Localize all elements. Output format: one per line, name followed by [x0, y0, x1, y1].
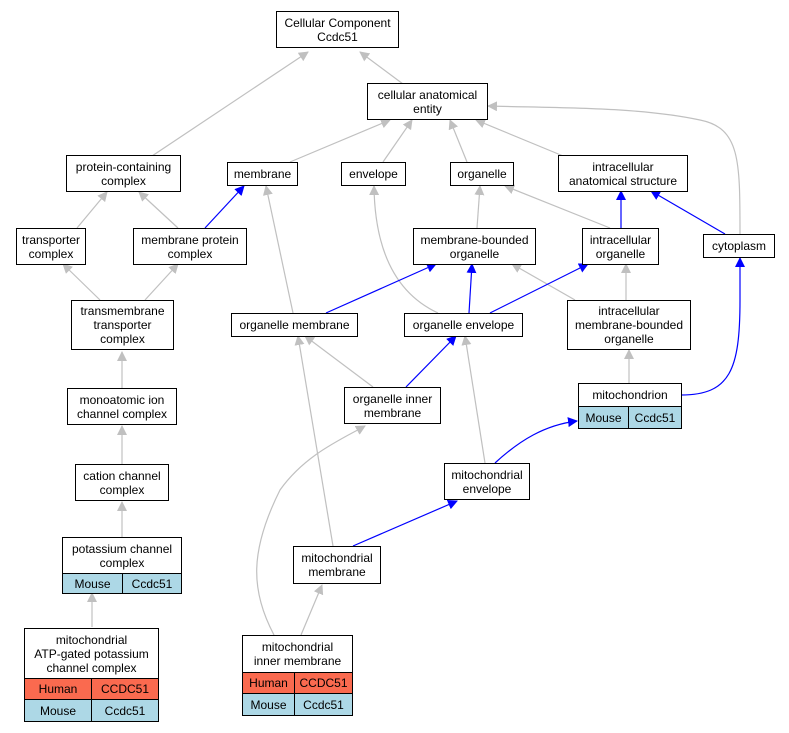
- edge-mpc-to-pcc: [138, 191, 179, 229]
- node-intracellular-membrane-bounded-organelle[interactable]: intracellular membrane-bounded organelle: [567, 300, 691, 350]
- node-membrane-protein-complex[interactable]: membrane protein complex: [133, 228, 247, 265]
- edge-mpc-to-membrane: [204, 185, 245, 229]
- node-mitochondrial-atp-gated-potassium-channel-complex[interactable]: mitochondrial ATP-gated potassium channe…: [24, 628, 159, 679]
- edge-cytoplasm-to-ias: [650, 190, 726, 235]
- node-organelle[interactable]: organelle: [450, 162, 514, 186]
- edge-organelle-to-cae: [448, 119, 468, 163]
- potassium-species-mouse: Mouse: [62, 573, 123, 594]
- mim-species-mouse: Mouse: [242, 693, 295, 716]
- atp-gene-human: CCDC51: [91, 678, 159, 700]
- mitochondrion-species-mouse: Mouse: [578, 406, 629, 429]
- node-monoatomic-ion-channel-complex[interactable]: monoatomic ion channel complex: [67, 388, 177, 425]
- edge-mim-to-mm: [300, 584, 324, 636]
- mim-species-human: Human: [242, 672, 295, 694]
- edge-oim-to-oe: [405, 335, 457, 388]
- edge-oe-to-envelope: [369, 185, 439, 314]
- node-potassium-channel-complex[interactable]: potassium channel complex: [62, 537, 182, 574]
- edge-cytoplasm-to-cae: [487, 101, 741, 235]
- edge-imbo-to-mbo: [511, 263, 576, 301]
- node-organelle-membrane[interactable]: organelle membrane: [231, 313, 358, 337]
- mim-gene-human: CCDC51: [294, 672, 353, 694]
- edge-oim-to-om: [304, 335, 374, 388]
- edge-mbo-to-organelle: [474, 185, 485, 229]
- edge-mito-to-cytoplasm: [680, 257, 745, 396]
- edge-me-to-mito: [494, 417, 578, 464]
- edge-ias-to-cae: [475, 118, 569, 159]
- edge-tmtc-to-transporter: [62, 263, 101, 301]
- node-cation-channel-complex[interactable]: cation channel complex: [75, 464, 169, 501]
- atp-species-human: Human: [24, 678, 92, 700]
- edge-membrane-to-cae: [289, 118, 391, 163]
- mitochondrion-gene-mouse: Ccdc51: [628, 406, 682, 429]
- node-cellular-component[interactable]: Cellular Component Ccdc51: [276, 11, 399, 48]
- node-envelope[interactable]: envelope: [341, 162, 406, 186]
- atp-species-mouse: Mouse: [24, 699, 92, 722]
- edge-mm-to-me: [352, 499, 458, 547]
- edge-tmtc-to-mpc: [144, 263, 179, 301]
- edge-transporter-to-pcc: [76, 191, 108, 229]
- edge-mm-to-om: [294, 335, 334, 547]
- mim-gene-mouse: Ccdc51: [294, 693, 353, 716]
- node-transmembrane-transporter-complex[interactable]: transmembrane transporter complex: [71, 300, 174, 350]
- node-cytoplasm[interactable]: cytoplasm: [703, 234, 775, 258]
- edge-envelope-to-cae: [382, 119, 413, 163]
- node-cellular-anatomical-entity[interactable]: cellular anatomical entity: [367, 83, 488, 120]
- edge-me-to-oe: [461, 335, 486, 464]
- node-mitochondrial-inner-membrane[interactable]: mitochondrial inner membrane: [242, 635, 353, 673]
- edge-om-to-mbo: [325, 263, 437, 314]
- node-membrane[interactable]: membrane: [227, 162, 298, 186]
- edge-mim-to-oim: [256, 425, 366, 636]
- edge-oe-to-io: [489, 263, 589, 314]
- edge-cae-to-cc: [359, 51, 404, 85]
- node-organelle-envelope[interactable]: organelle envelope: [404, 313, 523, 337]
- node-mitochondrion[interactable]: mitochondrion: [578, 383, 682, 407]
- node-protein-containing-complex[interactable]: protein-containing complex: [66, 155, 181, 192]
- edge-oe-to-mbo: [466, 263, 477, 314]
- node-membrane-bounded-organelle[interactable]: membrane-bounded organelle: [413, 228, 536, 265]
- atp-gene-mouse: Ccdc51: [91, 699, 159, 722]
- edge-protein-complex-to-cc: [151, 51, 309, 157]
- edge-om-to-membrane: [262, 185, 294, 314]
- node-mitochondrial-membrane[interactable]: mitochondrial membrane: [293, 546, 381, 584]
- node-organelle-inner-membrane[interactable]: organelle inner membrane: [344, 387, 441, 424]
- node-mitochondrial-envelope[interactable]: mitochondrial envelope: [444, 463, 530, 500]
- edge-io-to-organelle: [504, 184, 611, 229]
- node-intracellular-organelle[interactable]: intracellular organelle: [582, 228, 659, 265]
- node-transporter-complex[interactable]: transporter complex: [16, 228, 86, 265]
- node-intracellular-anatomical-structure[interactable]: intracellular anatomical structure: [558, 155, 688, 192]
- potassium-gene-mouse: Ccdc51: [122, 573, 182, 594]
